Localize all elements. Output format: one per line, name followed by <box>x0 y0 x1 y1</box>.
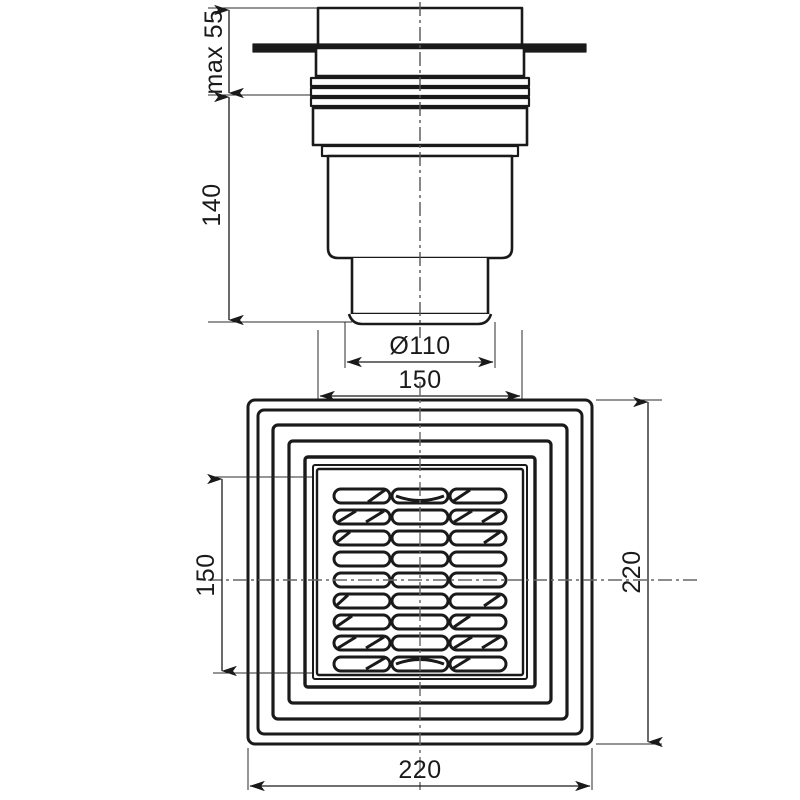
grate-slot <box>448 634 508 652</box>
dimension-220-bottom: 220 <box>249 756 591 792</box>
grate-slot <box>332 592 392 610</box>
dimension-dia110-label: Ø110 <box>389 332 450 360</box>
grate-slot <box>332 487 392 505</box>
grate-slot <box>332 655 392 673</box>
dimension-150-grate-label: 150 <box>192 553 220 596</box>
thread-ridges <box>309 76 531 108</box>
dimension-140: 140 <box>198 91 244 326</box>
dimension-220-right: 220 <box>618 396 663 748</box>
dimension-150-grate: 150 <box>192 473 237 677</box>
grate-slot-hatching <box>334 488 501 671</box>
dimension-max55-label: max 55 <box>200 10 228 95</box>
grate-slot <box>448 592 508 610</box>
grate-slot <box>448 613 508 631</box>
plan-view: 220 220 150 <box>192 382 700 792</box>
dimension-220-right-label: 220 <box>618 550 646 593</box>
shoulder-ring <box>320 144 520 158</box>
grate-slot <box>332 550 392 568</box>
dimension-140-label: 140 <box>198 183 226 226</box>
dimension-max55: max 55 <box>200 4 244 99</box>
dimension-220-bottom-label: 220 <box>398 756 441 784</box>
grate-slot <box>448 529 508 547</box>
grate-slot <box>448 550 508 568</box>
grate-slot <box>448 508 508 526</box>
collar-band <box>311 106 529 147</box>
grate-slot <box>332 634 392 652</box>
dimension-dia110: Ø110 <box>346 332 494 368</box>
outlet-pipe-lip <box>347 313 493 326</box>
grate-slot <box>332 508 392 526</box>
side-elevation-view: max 55 140 Ø110 150 <box>198 2 587 402</box>
